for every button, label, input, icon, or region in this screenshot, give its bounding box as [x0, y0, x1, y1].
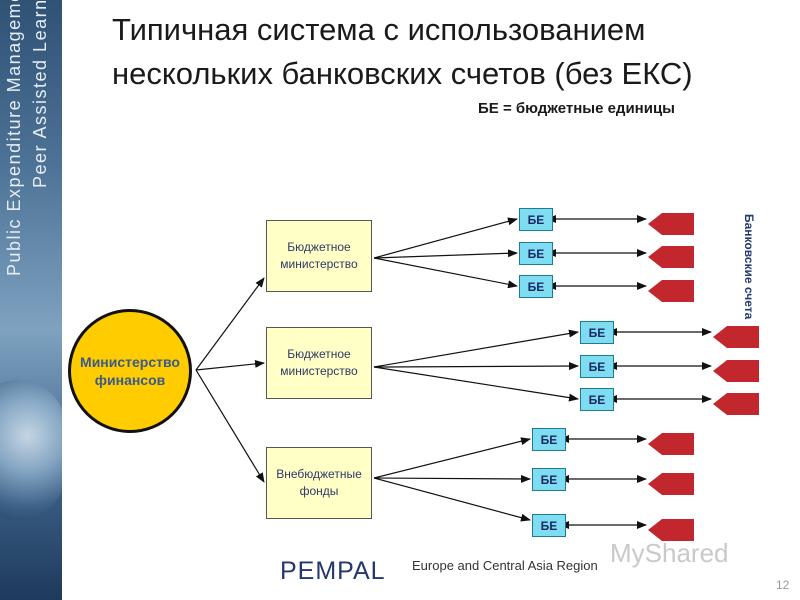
- bank-account-1-1: [648, 213, 694, 235]
- bank-account-1-3: [648, 280, 694, 302]
- branch-box-3: Внебюджетные фонды: [266, 447, 372, 519]
- arrow-ministry-branch-1: [195, 277, 265, 371]
- page-number: 12: [776, 578, 790, 592]
- budget-unit-3-1: БЕ: [532, 428, 566, 451]
- arrow-branch-3-unit-2: [373, 474, 531, 483]
- arrow-branch-2-unit-2: [373, 362, 579, 371]
- arrow-branch-1-unit-1: [373, 217, 518, 259]
- bank-account-3-3: [648, 519, 694, 541]
- pempal-logo: PEMPAL: [280, 557, 386, 585]
- arrow-branch-1-unit-2: [373, 249, 518, 259]
- arrow-branch-3-unit-3: [373, 477, 531, 522]
- arrow-ministry-branch-2: [195, 359, 265, 371]
- arrow-branch-2-unit-3: [373, 366, 579, 402]
- bank-account-2-3: [713, 393, 759, 415]
- bank-account-2-1: [713, 326, 759, 348]
- arrow-branch-3-unit-1: [373, 437, 531, 479]
- bank-account-2-2: [713, 360, 759, 382]
- budget-unit-2-1: БЕ: [580, 321, 614, 344]
- bank-accounts-label: Банковские счета: [742, 214, 756, 320]
- ministry-of-finance-node: Министерство финансов: [68, 309, 192, 433]
- bank-account-1-2: [648, 246, 694, 268]
- bank-account-3-2: [648, 473, 694, 495]
- budget-unit-3-2: БЕ: [532, 468, 566, 491]
- globe-image: [0, 380, 62, 520]
- sidebar-banner: Public Expenditure Management Peer Assis…: [0, 0, 62, 600]
- budget-unit-1-2: БЕ: [519, 242, 553, 265]
- branch-box-2: Бюджетное министерство: [266, 327, 372, 399]
- region-caption: Europe and Central Asia Region: [412, 558, 598, 573]
- slide-title: Типичная система с использованием нескол…: [112, 12, 693, 91]
- arrow-ministry-branch-3: [195, 369, 265, 483]
- budget-unit-1-3: БЕ: [519, 275, 553, 298]
- bank-account-3-1: [648, 433, 694, 455]
- slide-subtitle: БЕ = бюджетные единицы: [478, 100, 675, 117]
- budget-unit-1-1: БЕ: [519, 208, 553, 231]
- budget-unit-2-3: БЕ: [580, 388, 614, 411]
- arrow-branch-1-unit-3: [373, 257, 518, 289]
- branch-box-1: Бюджетное министерство: [266, 220, 372, 292]
- arrow-branch-2-unit-1: [373, 329, 579, 368]
- watermark: MyShared: [610, 538, 729, 568]
- budget-unit-2-2: БЕ: [580, 355, 614, 378]
- budget-unit-3-3: БЕ: [532, 514, 566, 537]
